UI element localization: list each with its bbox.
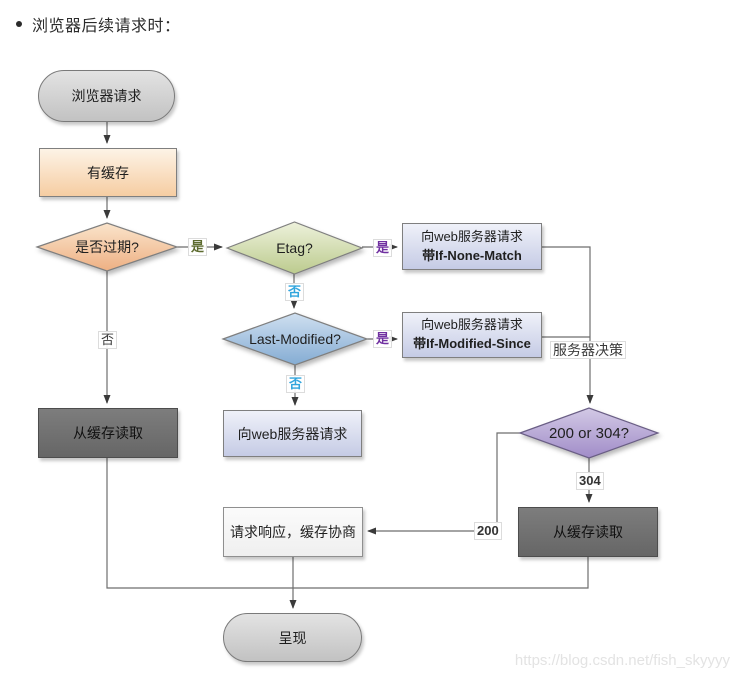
node-last-modified-label: Last-Modified? bbox=[249, 331, 341, 347]
edge-status-200 bbox=[367, 432, 520, 535]
heading-text: 浏览器后续请求时： bbox=[32, 18, 181, 35]
req-if-modified-since-line1: 向web服务器请求 bbox=[421, 317, 523, 333]
heading: 浏览器后续请求时： bbox=[16, 12, 181, 36]
node-browser-request-label: 浏览器请求 bbox=[71, 88, 142, 104]
node-req-if-modified-since: 向web服务器请求 带If-Modified-Since bbox=[402, 312, 542, 358]
node-has-cache-label: 有缓存 bbox=[87, 164, 129, 181]
edge-label-yes-expired: 是 bbox=[188, 238, 208, 256]
node-req-if-none-match: 向web服务器请求 带If-None-Match bbox=[402, 223, 542, 270]
edge-left-cache-merge bbox=[106, 458, 293, 589]
node-read-cache-left: 从缓存读取 bbox=[38, 408, 178, 458]
bullet-icon bbox=[16, 21, 22, 27]
edge-label-yes-last-modified: 是 bbox=[373, 330, 393, 348]
req-if-none-match-line2: 带If-None-Match bbox=[422, 247, 522, 263]
node-status-200-304-label: 200 or 304? bbox=[548, 424, 630, 442]
node-last-modified: Last-Modified? bbox=[221, 312, 369, 366]
edge-label-200: 200 bbox=[474, 522, 502, 540]
edge-label-304: 304 bbox=[576, 472, 604, 490]
node-etag: Etag? bbox=[225, 221, 364, 275]
node-read-cache-right-label: 从缓存读取 bbox=[553, 524, 623, 540]
diamond-shape bbox=[221, 312, 369, 366]
node-etag-label: Etag? bbox=[276, 240, 313, 256]
node-read-cache-right: 从缓存读取 bbox=[518, 507, 658, 557]
node-render-label: 呈现 bbox=[278, 629, 307, 646]
node-browser-request: 浏览器请求 bbox=[38, 70, 175, 122]
edge-label-no-last-modified: 否 bbox=[286, 375, 306, 393]
watermark: https://blog.csdn.net/fish_skyyyy bbox=[514, 652, 730, 669]
node-status-200-304: 200 or 304? bbox=[518, 407, 660, 459]
node-is-expired-label: 是否过期? bbox=[75, 239, 139, 255]
edge-right-cache-merge bbox=[293, 557, 589, 589]
node-render: 呈现 bbox=[223, 613, 362, 662]
req-if-none-match-line1: 向web服务器请求 bbox=[421, 228, 523, 244]
node-response-negotiate: 请求响应，缓存协商 bbox=[223, 507, 363, 557]
req-if-modified-since-line2: 带If-Modified-Since bbox=[413, 336, 531, 351]
diamond-shape bbox=[225, 221, 364, 275]
diamond-shape bbox=[35, 222, 179, 272]
edge-label-server-decision: 服务器决策 bbox=[550, 341, 626, 359]
node-read-cache-left-label: 从缓存读取 bbox=[73, 425, 143, 441]
edge-inm-to-status bbox=[542, 246, 594, 404]
edge-label-no-expired: 否 bbox=[98, 331, 118, 349]
node-is-expired: 是否过期? bbox=[35, 222, 179, 272]
edge-label-yes-etag: 是 bbox=[373, 239, 393, 257]
node-has-cache: 有缓存 bbox=[39, 148, 177, 197]
node-response-negotiate-label: 请求响应，缓存协商 bbox=[230, 524, 356, 540]
edge-label-no-etag: 否 bbox=[285, 283, 305, 301]
diamond-shape bbox=[518, 407, 660, 459]
node-req-web-server-label: 向web服务器请求 bbox=[237, 425, 348, 442]
node-req-web-server: 向web服务器请求 bbox=[223, 410, 362, 457]
